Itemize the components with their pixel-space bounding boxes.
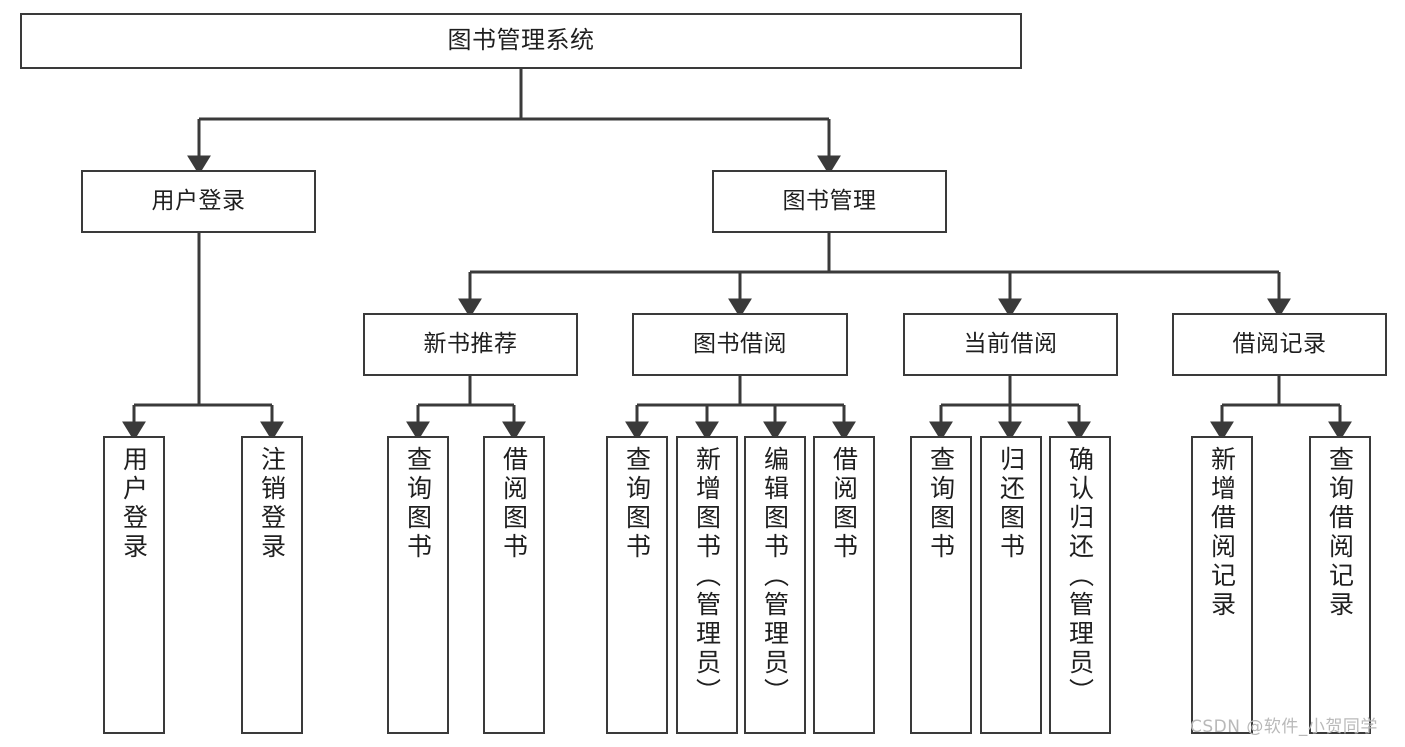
- node-user-login[interactable]: 用户登录: [81, 170, 316, 233]
- node-label: 借阅图书: [829, 446, 859, 562]
- node-label: 当前借阅: [963, 331, 1058, 358]
- node-label: 新增图书（管理员）: [692, 446, 722, 707]
- node-current-borrow[interactable]: 当前借阅: [903, 313, 1118, 376]
- node-book-management-system[interactable]: 图书管理系统: [20, 13, 1022, 69]
- leaf-query-borrow-record[interactable]: 查询借阅记录: [1309, 436, 1371, 734]
- leaf-borrow-book-borrow[interactable]: 借阅图书: [813, 436, 875, 734]
- csdn-watermark: CSDN @软件_小贺同学: [1190, 717, 1378, 737]
- node-label: 注销登录: [257, 446, 287, 562]
- node-label: 图书借阅: [693, 331, 787, 358]
- node-label: 查询借阅记录: [1325, 446, 1355, 620]
- leaf-return-book[interactable]: 归还图书: [980, 436, 1042, 734]
- node-book-management[interactable]: 图书管理: [712, 170, 947, 233]
- leaf-logout-login[interactable]: 注销登录: [241, 436, 303, 734]
- node-label: 新增借阅记录: [1207, 446, 1237, 620]
- node-label: 查询图书: [622, 446, 652, 562]
- node-label: 编辑图书（管理员）: [760, 446, 790, 707]
- node-borrow-record[interactable]: 借阅记录: [1172, 313, 1387, 376]
- node-label: 归还图书: [996, 446, 1026, 562]
- leaf-edit-book-admin[interactable]: 编辑图书（管理员）: [744, 436, 806, 734]
- node-label: 借阅记录: [1232, 331, 1327, 358]
- node-new-book-recommend[interactable]: 新书推荐: [363, 313, 578, 376]
- node-label: 借阅图书: [499, 446, 529, 562]
- leaf-confirm-return-admin[interactable]: 确认归还（管理员）: [1049, 436, 1111, 734]
- leaf-user-login[interactable]: 用户登录: [103, 436, 165, 734]
- node-label: 查询图书: [926, 446, 956, 562]
- leaf-add-book-admin[interactable]: 新增图书（管理员）: [676, 436, 738, 734]
- leaf-borrow-book-recommend[interactable]: 借阅图书: [483, 436, 545, 734]
- node-label: 用户登录: [151, 188, 246, 215]
- leaf-add-borrow-record[interactable]: 新增借阅记录: [1191, 436, 1253, 734]
- node-label: 图书管理系统: [447, 26, 595, 55]
- node-book-borrow[interactable]: 图书借阅: [632, 313, 848, 376]
- node-label: 图书管理: [782, 188, 877, 215]
- leaf-query-book-current[interactable]: 查询图书: [910, 436, 972, 734]
- leaf-query-book-borrow[interactable]: 查询图书: [606, 436, 668, 734]
- node-label: 用户登录: [119, 446, 149, 562]
- node-label: 新书推荐: [423, 331, 518, 358]
- node-label: 查询图书: [403, 446, 433, 562]
- node-label: 确认归还（管理员）: [1065, 446, 1095, 707]
- leaf-query-book-recommend[interactable]: 查询图书: [387, 436, 449, 734]
